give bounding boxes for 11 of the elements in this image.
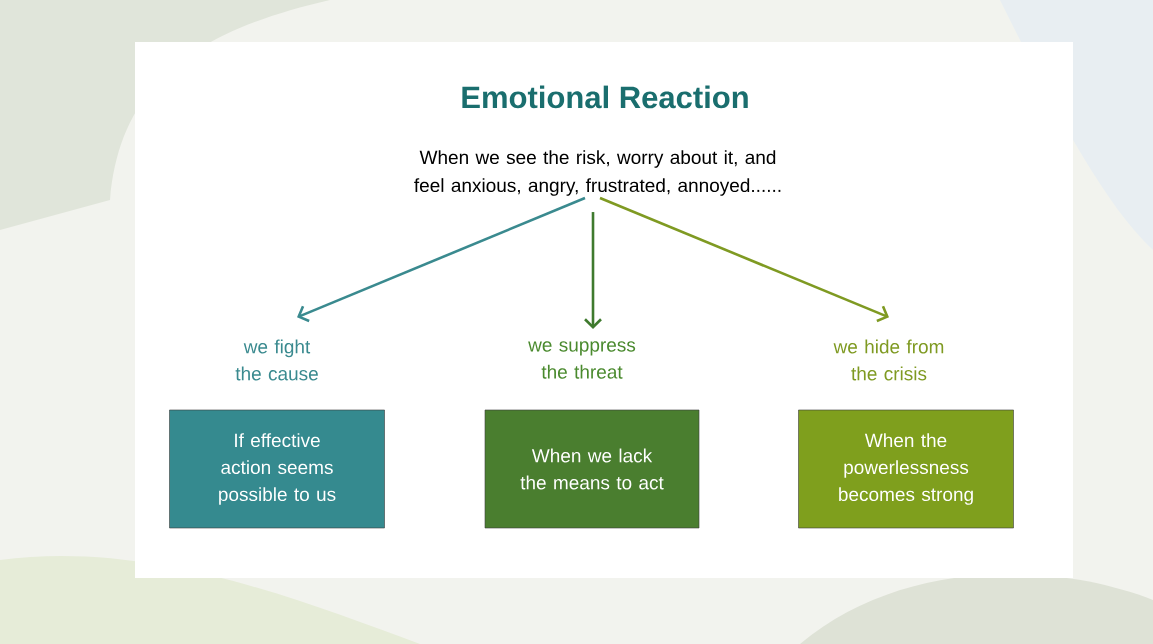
reaction-label: we hide from the crisis xyxy=(833,339,944,381)
condition-box: When we lack the means to act xyxy=(484,409,700,529)
condition-box: If effective action seems possible to us xyxy=(169,409,385,529)
title: Emotional Reaction xyxy=(462,85,748,109)
intro-text: When we see the risk, worry about it, and feel anxious, angry, frustrated, annoyed...... xyxy=(414,150,781,196)
arrow xyxy=(297,196,586,323)
reaction-label: we fight the cause xyxy=(235,339,318,381)
arrow xyxy=(599,196,889,323)
reaction-label: we suppress the threat xyxy=(528,341,636,379)
arrow xyxy=(584,212,602,330)
condition-box: When the powerlessness becomes strong xyxy=(798,409,1014,529)
